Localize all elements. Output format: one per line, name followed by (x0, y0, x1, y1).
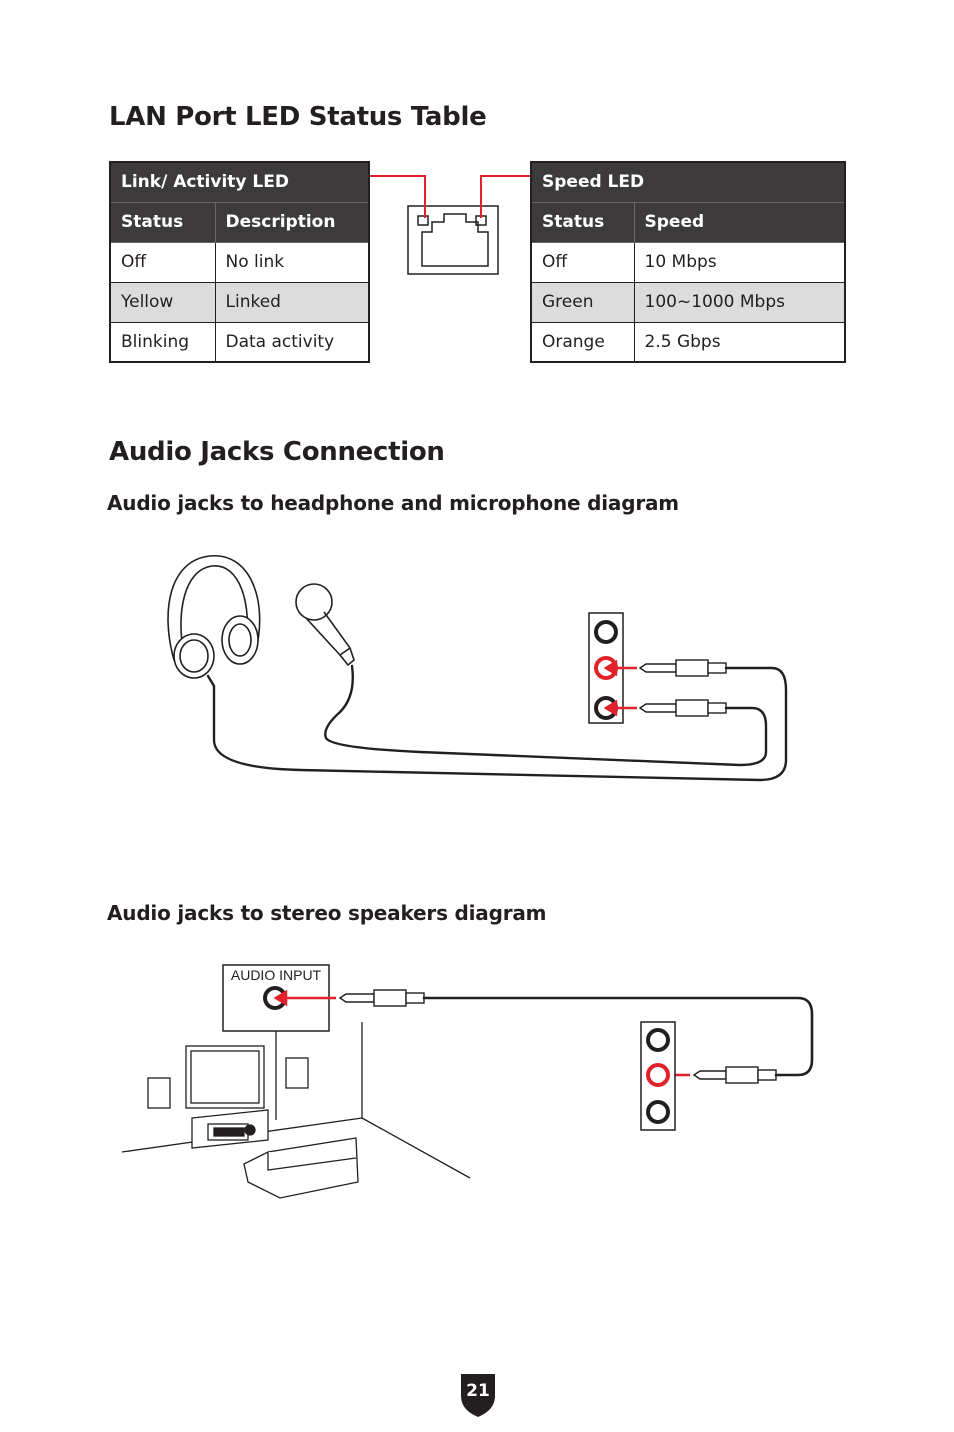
table-row: Off 10 Mbps (530, 241, 846, 283)
status-cell: Orange (530, 321, 635, 363)
description-cell: Linked (214, 281, 370, 323)
audio-plug (638, 659, 727, 717)
speaker-icon (147, 1057, 309, 1109)
headphones-icon (167, 555, 261, 679)
table-row: Off No link (109, 241, 370, 283)
sofa-icon (243, 1137, 359, 1199)
description-cell: Data activity (214, 321, 370, 363)
audio-jack-panel (640, 1021, 676, 1131)
living-room-illustration (121, 1022, 471, 1199)
tv-icon (185, 1045, 265, 1109)
table-row: Green 100~1000 Mbps (530, 281, 846, 323)
speed-cell: 2.5 Gbps (633, 321, 846, 363)
speed-cell: 10 Mbps (633, 241, 846, 283)
red-arrows (273, 989, 690, 1084)
table-row: Yellow Linked (109, 281, 370, 323)
speaker-cable (422, 996, 814, 1077)
audio-section-title: Audio Jacks Connection (109, 437, 445, 467)
audio-plug (338, 989, 777, 1084)
led-leader-lines (370, 175, 530, 218)
audio-cables (206, 664, 788, 782)
table-row: Blinking Data activity (109, 321, 370, 363)
red-arrows (603, 659, 637, 717)
status-cell: Blinking (109, 321, 216, 363)
speed-led-table: Speed LED Status Speed Off 10 Mbps Green… (530, 161, 846, 363)
column-header: Description (214, 201, 370, 243)
lan-port-icon (407, 205, 499, 275)
microphone-icon (295, 583, 355, 667)
lan-section-title: LAN Port LED Status Table (109, 102, 487, 132)
column-header: Status (109, 201, 216, 243)
av-receiver-icon (191, 1109, 269, 1149)
speakers-diagram-heading: Audio jacks to stereo speakers diagram (107, 901, 547, 925)
headphone-diagram-heading: Audio jacks to headphone and microphone … (107, 491, 679, 515)
status-cell: Yellow (109, 281, 216, 323)
table-header: Link/ Activity LED (109, 161, 370, 203)
column-header: Status (530, 201, 635, 243)
column-header: Speed (633, 201, 846, 243)
status-cell: Off (530, 241, 635, 283)
link-activity-led-table: Link/ Activity LED Status Description Of… (109, 161, 371, 363)
page-number: 21 (466, 1381, 490, 1401)
table-row: Orange 2.5 Gbps (530, 321, 846, 363)
page-badge-icon (461, 1374, 495, 1417)
audio-input-label: AUDIO INPUT (230, 967, 322, 983)
status-cell: Green (530, 281, 635, 323)
description-cell: No link (214, 241, 370, 283)
speed-cell: 100~1000 Mbps (633, 281, 846, 323)
